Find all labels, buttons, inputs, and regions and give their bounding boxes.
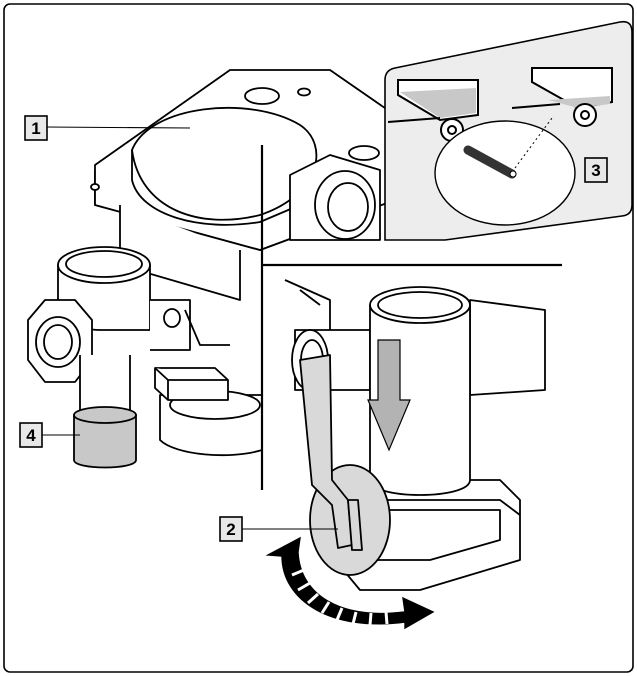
flange-bolt-hole: [163, 308, 181, 328]
callout-2: 2: [219, 516, 243, 542]
trailer-empty-icon: [511, 67, 613, 127]
callout-4-label: 4: [26, 426, 36, 445]
bolt-hole: [348, 145, 380, 161]
leader-lines: [42, 126, 338, 530]
adjustment-lever: [299, 354, 391, 576]
indicator-reference-line: [514, 117, 553, 169]
hose-sleeve: [73, 414, 137, 469]
flow-direction-arrow: [367, 339, 411, 452]
callout-3-label: 3: [591, 161, 600, 180]
callout-4: 4: [19, 422, 43, 448]
rotation-arrow: [265, 536, 435, 630]
indicator-pointer: [463, 145, 517, 179]
bolt-hole: [244, 87, 280, 105]
callout-2-label: 2: [226, 520, 235, 539]
callout-1-label: 1: [31, 119, 40, 138]
bolt-hole: [90, 183, 100, 191]
pipe-fitting: [27, 246, 230, 469]
callout-1: 1: [24, 115, 48, 141]
callout-3: 3: [584, 157, 608, 183]
load-indicator-inset: [384, 20, 633, 241]
bolt-hole: [297, 87, 311, 97]
